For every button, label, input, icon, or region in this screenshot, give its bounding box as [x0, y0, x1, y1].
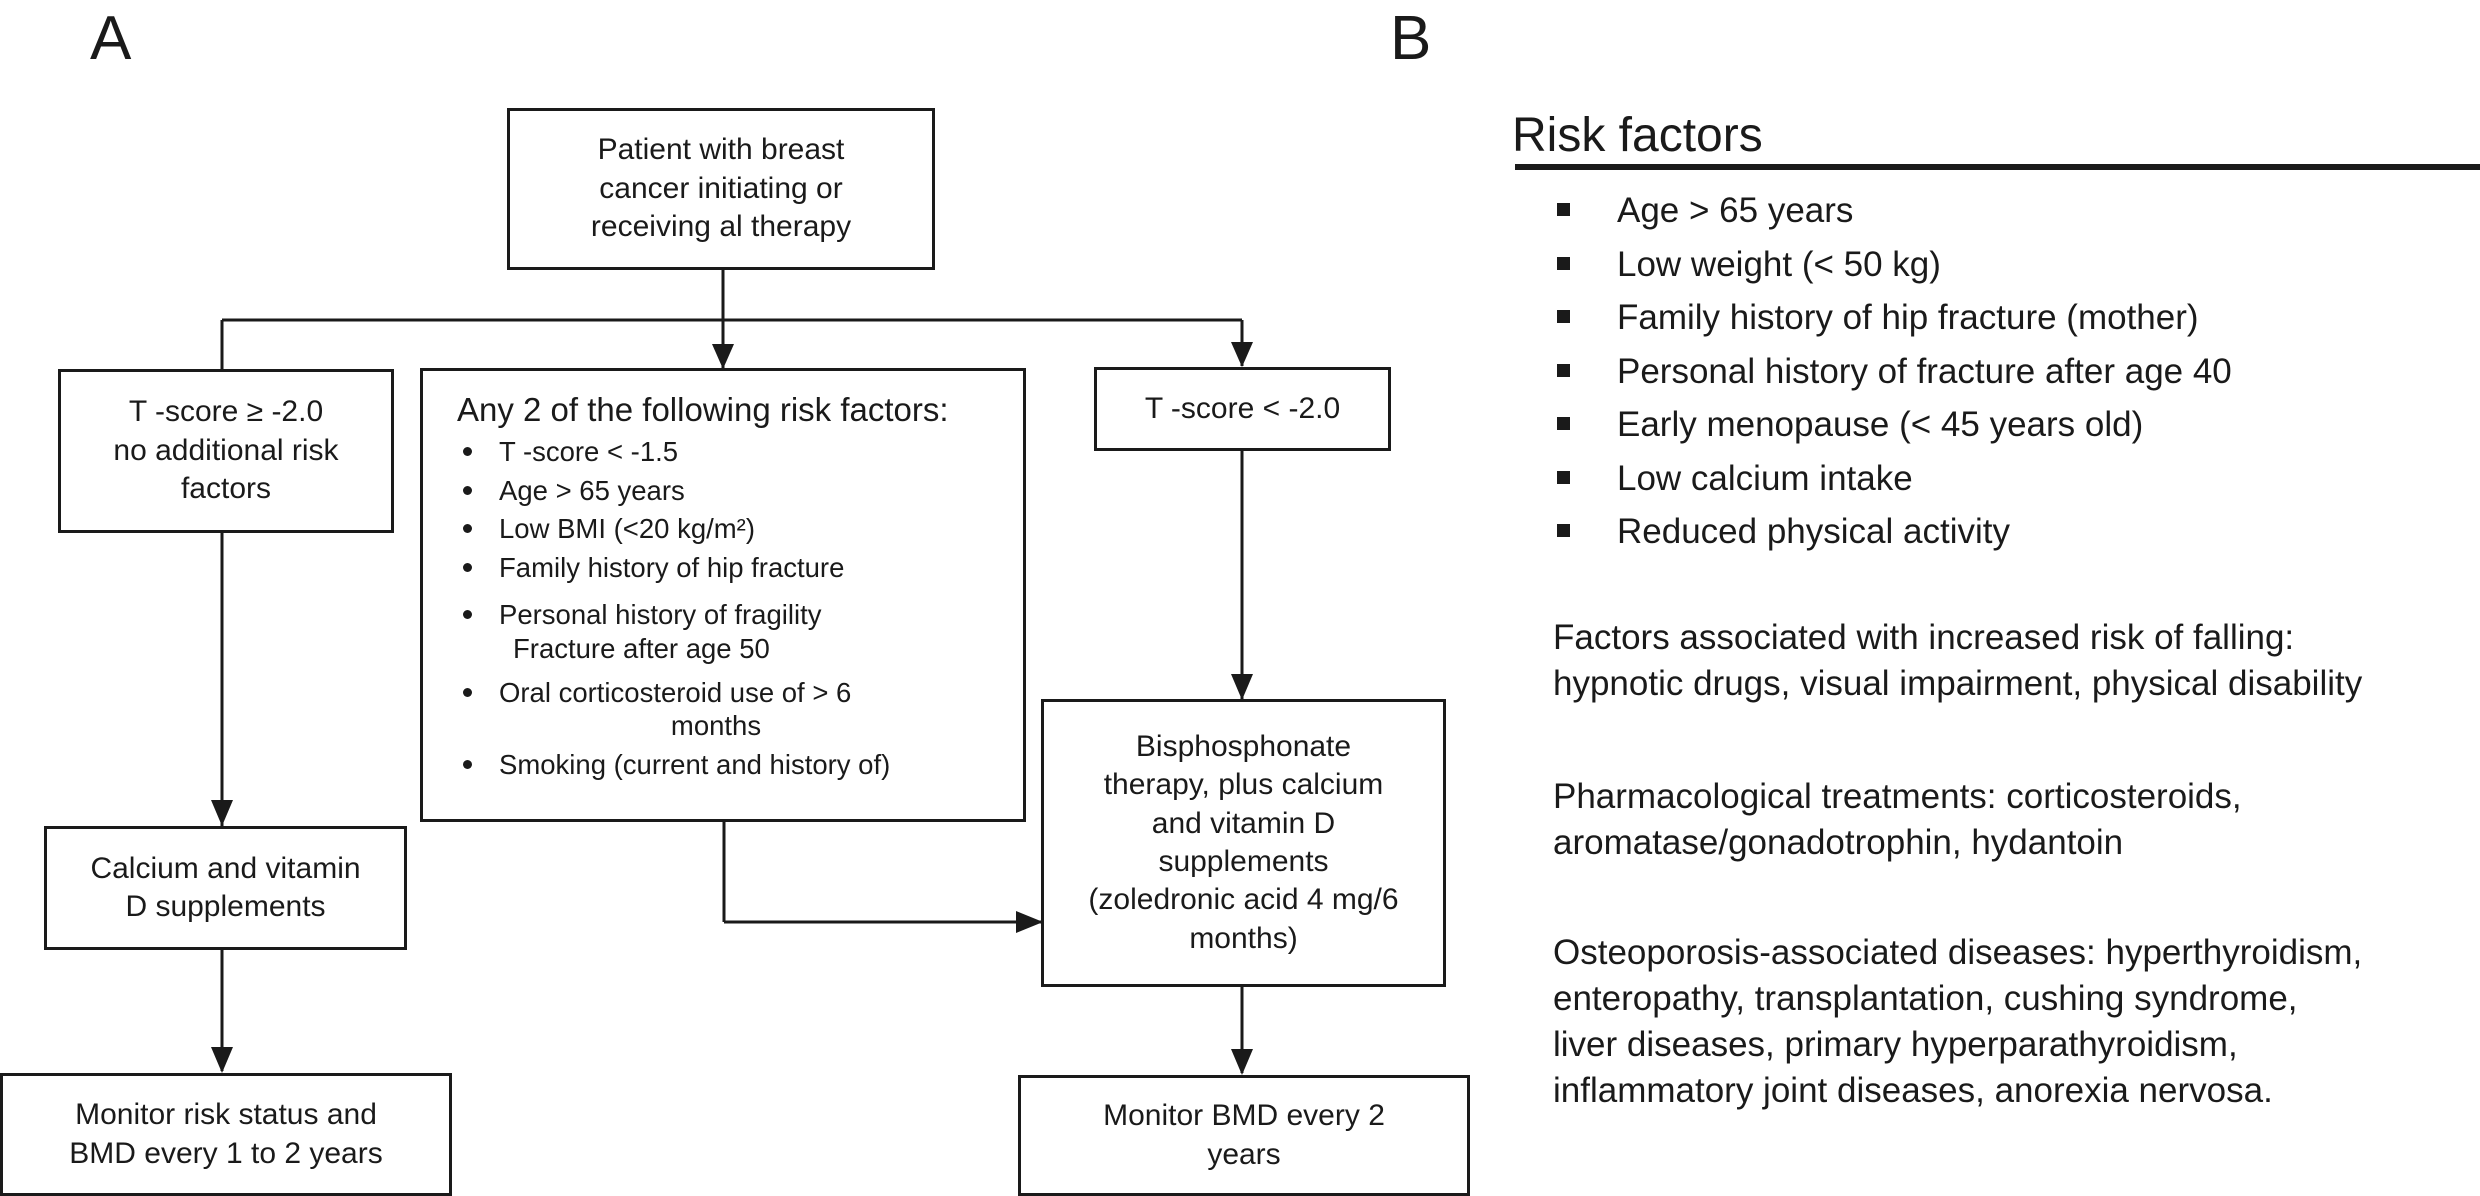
calcium-box: Calcium and vitamin D supplements	[44, 826, 407, 950]
risk-factors-title: Risk factors	[1512, 109, 1763, 162]
panel-b-label: B	[1390, 4, 1432, 73]
box-start-text: Patient with breast cancer initiating or r…	[591, 131, 851, 246]
text-line: BMD every 1 to 2 years	[69, 1136, 383, 1170]
risk-factor-item: Smoking (current and history of)	[457, 748, 993, 782]
text-line: receiving al therapy	[590, 210, 852, 244]
text-line: T -score < -2.0	[1144, 391, 1341, 425]
box-left-text: T -score ≥ -2.0 no additional risk factors	[113, 393, 338, 508]
text-line: Calcium and vitamin	[90, 851, 361, 885]
text-line: months)	[1189, 921, 1298, 955]
arrowhead-bisphosphonate	[1231, 674, 1253, 700]
text-line: Bisphosphonate	[1135, 729, 1352, 763]
panel-a-label: A	[90, 4, 132, 73]
risk-factor-item: Low BMI (<20 kg/m²)	[457, 512, 993, 546]
risk-factor-line: months	[670, 710, 762, 742]
risk-factor-item: T -score < -1.5	[457, 435, 993, 469]
box-bisphos-text: Bisphosphonate therapy, plus calcium and v…	[1088, 728, 1398, 958]
panel-b-risk-item: Family history of hip fracture (mother)	[1555, 295, 2232, 349]
right-condition-box: T -score < -2.0	[1094, 367, 1391, 451]
risk-factor-line: Age > 65 years	[499, 474, 685, 506]
text-line: (zoledronic acid 4 mg/6	[1088, 883, 1399, 917]
risk-factor-line: T -score < -1.5	[499, 436, 679, 468]
arrowhead-risk-factors	[712, 344, 734, 369]
left-condition-box: T -score ≥ -2.0 no additional risk factors	[58, 369, 394, 533]
start-box: Patient with breast cancer initiating or r…	[507, 108, 935, 270]
panel-b-risk-item: Low weight (< 50 kg)	[1555, 242, 2232, 296]
text-line: supplements	[1158, 845, 1329, 878]
risk-factor-line: Fracture after age 50	[513, 632, 770, 664]
diseases-text: Osteoporosis-associated diseases: hypert…	[1553, 933, 2363, 1110]
risk-factor-item: Age > 65 years	[457, 474, 993, 508]
box-calcium-text: Calcium and vitamin D supplements	[90, 850, 360, 927]
text-line: therapy, plus calcium	[1103, 768, 1384, 802]
text-line: years	[1207, 1137, 1281, 1171]
text-line: factors	[180, 472, 271, 506]
box-right-text: T -score < -2.0	[1145, 390, 1340, 428]
panel-b-risk-item: Personal history of fracture after age 4…	[1555, 349, 2232, 403]
text-line: cancer initiating or	[599, 171, 843, 205]
risk-factors-heading: Any 2 of the following risk factors:	[457, 391, 949, 428]
text-line: Patient with breast	[597, 133, 845, 167]
pharmacological-text: Pharmacological treatments: corticostero…	[1553, 777, 2242, 862]
panel-b-risk-item: Age > 65 years	[1555, 188, 2232, 242]
text-line: D supplements	[125, 890, 326, 923]
falling-factors-text: Factors associated with increased risk o…	[1553, 618, 2363, 703]
arrowhead-monitor-right	[1231, 1049, 1253, 1075]
risk-factor-item: Family history of hip fracture	[457, 551, 993, 585]
text-line: no additional risk	[113, 433, 339, 467]
risk-factor-line: Smoking (current and history of)	[499, 748, 891, 780]
bisphosphonate-box: Bisphosphonate therapy, plus calcium and v…	[1041, 699, 1446, 987]
risk-factors-box: Any 2 of the following risk factors: T -…	[420, 368, 1026, 822]
text-line: Monitor BMD every 2	[1103, 1099, 1385, 1133]
panel-b-risk-item: Early menopause (< 45 years old)	[1555, 402, 2232, 456]
arrowhead-right-condition	[1231, 342, 1253, 367]
arrowhead-monitor-left	[211, 1047, 233, 1073]
panel-b-risk-item: Low calcium intake	[1555, 456, 2232, 510]
text-line: Monitor risk status and	[75, 1098, 377, 1132]
risk-factor-line: Personal history of fragility	[499, 599, 822, 631]
box-monright-text: Monitor BMD every 2 years	[1103, 1097, 1385, 1174]
text-line: T -score ≥ -2.0	[128, 395, 324, 429]
text-line: and vitamin D	[1151, 806, 1336, 840]
monitor-right-box: Monitor BMD every 2 years	[1018, 1075, 1470, 1196]
risk-factor-line: Family history of hip fracture	[499, 551, 845, 583]
risk-factor-line: Low BMI (<20 kg/m²)	[499, 513, 755, 545]
title-rule	[1515, 164, 2480, 170]
arrowhead-calcium	[211, 800, 233, 826]
panel-b-risk-item: Reduced physical activity	[1555, 509, 2232, 563]
arrowhead-bisphosphonate-left	[1016, 911, 1043, 933]
risk-factor-line: Oral corticosteroid use of > 6	[499, 676, 852, 708]
